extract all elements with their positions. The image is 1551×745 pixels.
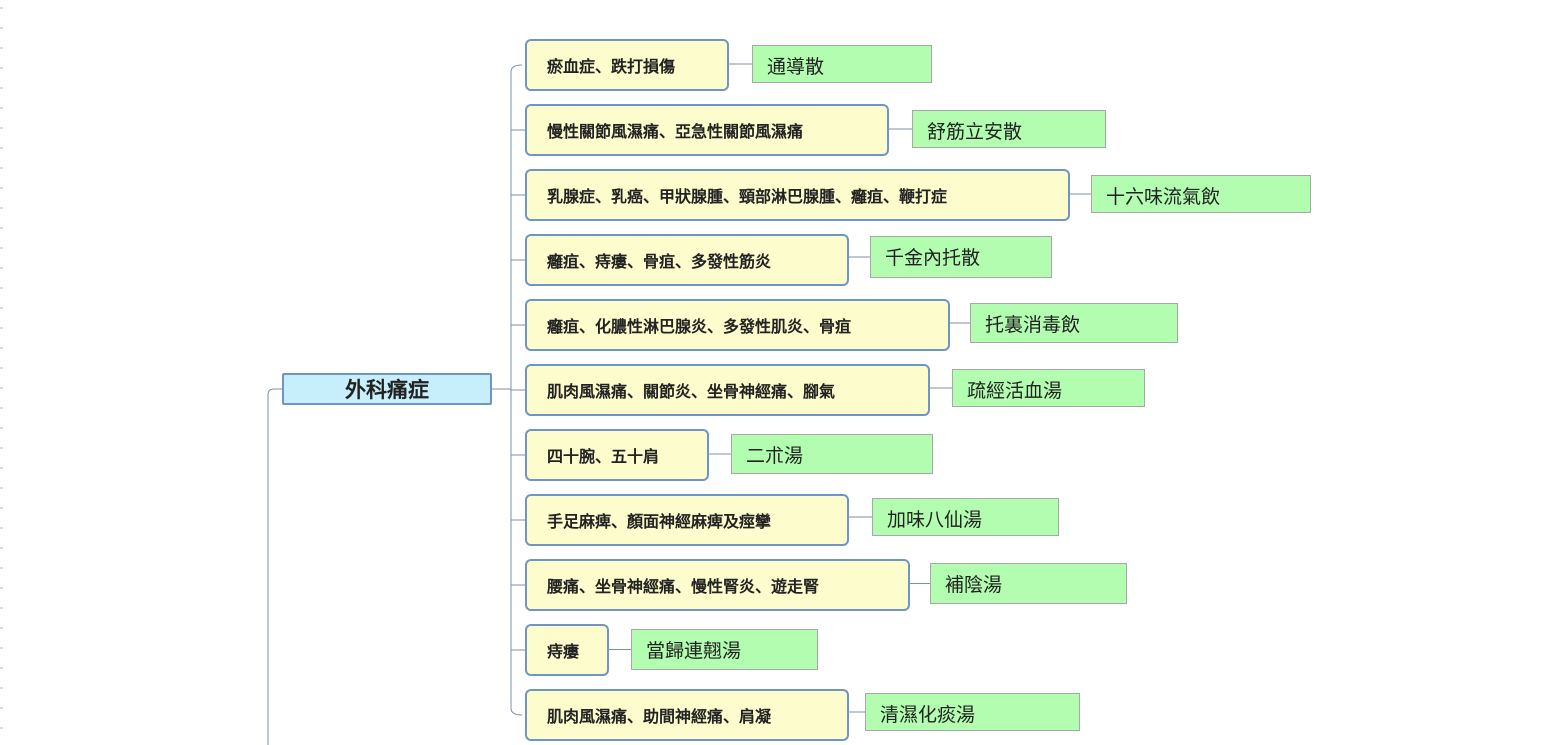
symptom-node-10[interactable]: 痔瘻 [525, 624, 609, 676]
remedy-label-8: 加味八仙湯 [887, 509, 983, 531]
symptom-node-4[interactable]: 癰疽、痔瘻、骨疽、多發性筋炎 [525, 234, 849, 286]
parent-connector [267, 388, 282, 745]
symptom-label-9: 腰痛、坐骨神經痛、慢性腎炎、遊走腎 [547, 577, 820, 596]
remedy-node-10[interactable]: 當歸連翹湯 [631, 629, 818, 670]
symptom-node-1[interactable]: 瘀血症、跌打損傷 [525, 39, 729, 91]
remedy-node-8[interactable]: 加味八仙湯 [872, 498, 1059, 536]
symptom-label-10: 痔瘻 [547, 642, 580, 661]
remedy-label-7: 二朮湯 [746, 445, 804, 467]
remedy-label-3: 十六味流氣飲 [1106, 186, 1221, 208]
symptom-label-8: 手足麻痺、顏面神經麻痺及痙攣 [547, 512, 772, 531]
remedy-node-5[interactable]: 托裏消毒飲 [970, 303, 1178, 343]
symptom-label-6: 肌肉風濕痛、關節炎、坐骨神經痛、腳氣 [547, 382, 836, 401]
symptom-label-2: 慢性關節風濕痛、亞急性關節風濕痛 [547, 122, 804, 141]
symptom-node-2[interactable]: 慢性關節風濕痛、亞急性關節風濕痛 [525, 104, 889, 156]
remedy-node-3[interactable]: 十六味流氣飲 [1091, 175, 1311, 213]
symptom-node-11[interactable]: 肌肉風濕痛、助間神經痛、肩凝 [525, 689, 849, 741]
left-edge-dashes [0, 7, 3, 729]
symptom-label-1: 瘀血症、跌打損傷 [547, 57, 676, 76]
symptom-node-5[interactable]: 癰疽、化膿性淋巴腺炎、多發性肌炎、骨疽 [525, 299, 950, 351]
symptom-node-9[interactable]: 腰痛、坐骨神經痛、慢性腎炎、遊走腎 [525, 559, 910, 611]
remedy-node-7[interactable]: 二朮湯 [731, 434, 933, 474]
remedy-node-11[interactable]: 清濕化痰湯 [865, 693, 1080, 731]
remedy-node-9[interactable]: 補陰湯 [930, 563, 1127, 604]
symptom-label-11: 肌肉風濕痛、助間神經痛、肩凝 [547, 707, 772, 726]
symptom-label-4: 癰疽、痔瘻、骨疽、多發性筋炎 [547, 252, 772, 271]
root-label: 外科痛症 [345, 378, 429, 402]
remedy-label-11: 清濕化痰湯 [880, 704, 976, 726]
symptom-node-8[interactable]: 手足麻痺、顏面神經麻痺及痙攣 [525, 494, 849, 546]
remedy-node-6[interactable]: 疏經活血湯 [952, 369, 1145, 407]
remedy-label-9: 補陰湯 [945, 574, 1003, 596]
remedy-node-1[interactable]: 通導散 [752, 45, 932, 83]
remedy-label-5: 托裏消毒飲 [985, 314, 1081, 336]
symptom-label-7: 四十腕、五十肩 [547, 447, 660, 466]
symptom-node-7[interactable]: 四十腕、五十肩 [525, 429, 709, 481]
remedy-label-1: 通導散 [767, 56, 825, 78]
root-node[interactable]: 外科痛症 [282, 373, 492, 405]
remedy-label-10: 當歸連翹湯 [646, 640, 742, 662]
remedy-node-4[interactable]: 千金內托散 [870, 236, 1052, 278]
remedy-label-4: 千金內托散 [885, 247, 981, 269]
remedy-label-6: 疏經活血湯 [967, 380, 1063, 402]
symptom-node-6[interactable]: 肌肉風濕痛、關節炎、坐骨神經痛、腳氣 [525, 364, 930, 416]
symptom-label-5: 癰疽、化膿性淋巴腺炎、多發性肌炎、骨疽 [547, 317, 852, 336]
remedy-label-2: 舒筋立安散 [927, 121, 1023, 143]
symptom-node-3[interactable]: 乳腺症、乳癌、甲狀腺腫、頸部淋巴腺腫、癰疽、鞭打症 [525, 169, 1070, 221]
remedy-node-2[interactable]: 舒筋立安散 [912, 110, 1106, 148]
symptom-label-3: 乳腺症、乳癌、甲狀腺腫、頸部淋巴腺腫、癰疽、鞭打症 [547, 187, 948, 206]
